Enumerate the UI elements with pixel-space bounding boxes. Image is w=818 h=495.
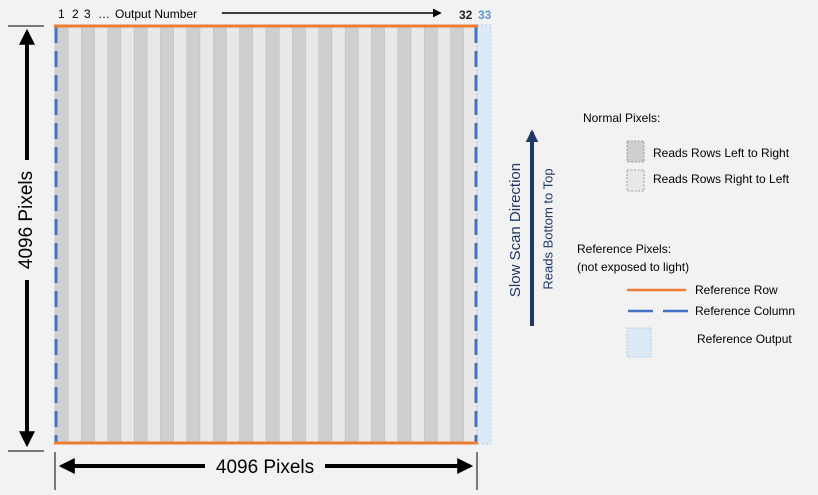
output-stripe-9 [160, 24, 174, 445]
output-number-label: Output Number [115, 7, 197, 21]
legend-swatch-rtl [626, 169, 645, 192]
legend: Normal Pixels: Reads Rows Left to Right … [577, 111, 795, 358]
output-stripe-30 [437, 24, 451, 445]
output-stripe-20 [305, 24, 319, 445]
output-number-3: 3 [84, 7, 91, 21]
output-stripe-7 [133, 24, 148, 445]
output-stripe-2 [67, 24, 82, 445]
output-stripes [54, 24, 478, 445]
output-stripe-12 [199, 24, 214, 445]
output-stripe-3 [81, 24, 95, 445]
slow-scan-subtitle: Reads Bottom to Top [540, 168, 555, 289]
width-label: 4096 Pixels [216, 457, 314, 478]
legend-ref-out: Reference Output [697, 332, 792, 346]
output-stripe-28 [410, 24, 425, 445]
legend-ref-subtitle: (not exposed to light) [577, 260, 689, 274]
slow-scan-title: Slow Scan Direction [507, 163, 524, 297]
legend-ref-col: Reference Column [695, 304, 795, 318]
output-stripe-26 [384, 24, 399, 445]
output-number-2: 2 [72, 7, 79, 21]
output-stripe-21 [318, 24, 333, 445]
output-stripe-13 [213, 24, 227, 445]
output-number-33: 33 [478, 8, 492, 22]
output-stripe-14 [226, 24, 240, 445]
legend-swatch-ltr [626, 140, 645, 163]
output-stripe-27 [397, 24, 412, 445]
legend-ref-title: Reference Pixels: [577, 242, 671, 256]
output-stripe-22 [331, 24, 346, 445]
output-stripe-11 [186, 24, 201, 445]
output-stripe-5 [107, 24, 122, 445]
output-stripe-6 [120, 24, 135, 445]
output-stripe-17 [265, 24, 280, 445]
output-stripe-8 [147, 24, 161, 445]
height-label: 4096 Pixels [16, 171, 37, 269]
output-stripe-23 [344, 24, 359, 445]
legend-ref-row: Reference Row [695, 283, 778, 297]
ellipsis: … [98, 7, 110, 21]
legend-ltr: Reads Rows Left to Right [653, 146, 790, 160]
legend-ref-out-swatch [626, 327, 652, 358]
output-stripe-15 [239, 24, 254, 445]
output-stripe-31 [450, 24, 465, 445]
output-stripe-18 [278, 24, 293, 445]
output-stripe-19 [292, 24, 306, 445]
output-stripe-16 [252, 24, 267, 445]
width-label-bg [205, 454, 325, 478]
output-number-32: 32 [459, 8, 473, 22]
legend-rtl: Reads Rows Right to Left [653, 172, 790, 186]
legend-normal-title: Normal Pixels: [583, 111, 660, 125]
output-number-1: 1 [58, 7, 65, 21]
height-label-bg [10, 160, 44, 280]
output-stripe-25 [371, 24, 385, 445]
output-stripe-4 [94, 24, 108, 445]
output-stripe-29 [424, 24, 438, 445]
output-stripe-24 [358, 24, 372, 445]
reference-output-column [476, 24, 492, 445]
output-stripe-10 [173, 24, 188, 445]
